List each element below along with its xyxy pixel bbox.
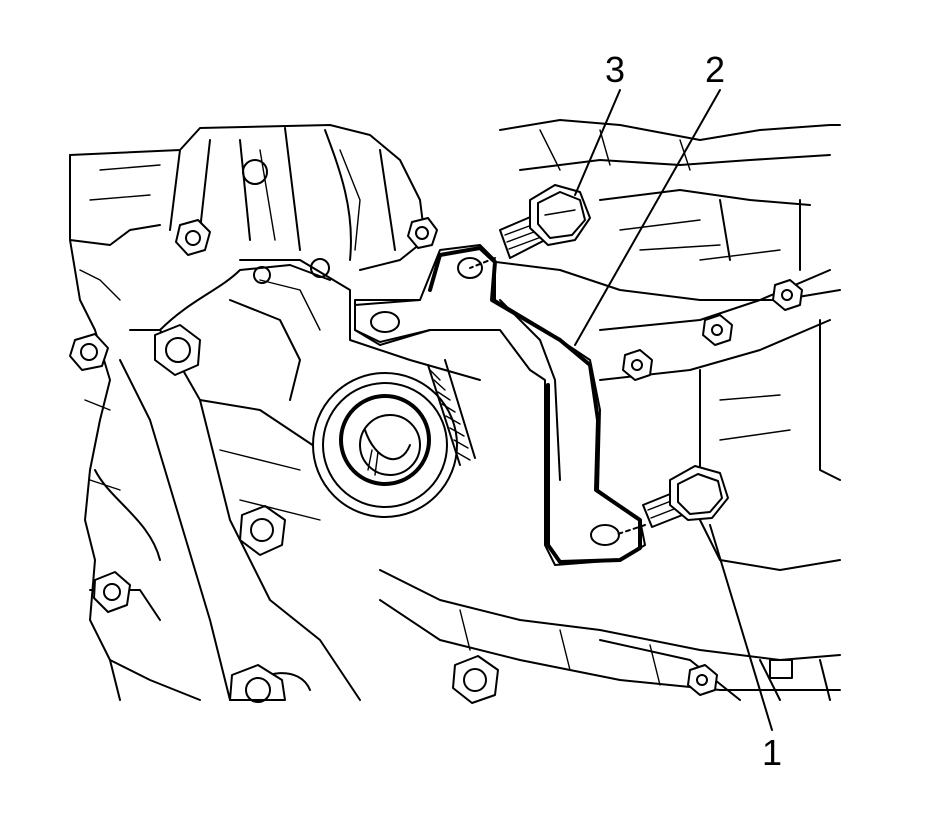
- lower-bolt: [614, 465, 729, 536]
- nut-icon: [407, 217, 438, 249]
- stud-icon: [769, 659, 793, 679]
- nut-icon: [69, 333, 109, 371]
- nut-icon: [93, 571, 131, 613]
- stud-icon: [772, 279, 803, 311]
- nut-icon: [229, 664, 286, 703]
- engine-block: [69, 119, 841, 701]
- stud-icon: [702, 314, 733, 346]
- spring: [427, 359, 476, 466]
- leader-1: [709, 524, 773, 731]
- nut-icon: [239, 505, 286, 556]
- stud-icon: [622, 349, 653, 381]
- leader-2: [574, 89, 721, 346]
- nut-icon: [452, 655, 499, 704]
- upper-bolt: [469, 184, 591, 269]
- fasteners: [69, 159, 803, 704]
- stud-icon: [687, 664, 718, 696]
- callout-1: 1: [762, 732, 782, 773]
- pulley: [312, 372, 458, 518]
- leader-3: [574, 89, 621, 196]
- callout-2: 2: [705, 49, 725, 90]
- nut-icon: [175, 219, 211, 256]
- bracket: [354, 244, 646, 566]
- callout-leaders: [574, 89, 773, 731]
- bolt-head-icon: [154, 324, 201, 376]
- callout-3: 3: [605, 49, 625, 90]
